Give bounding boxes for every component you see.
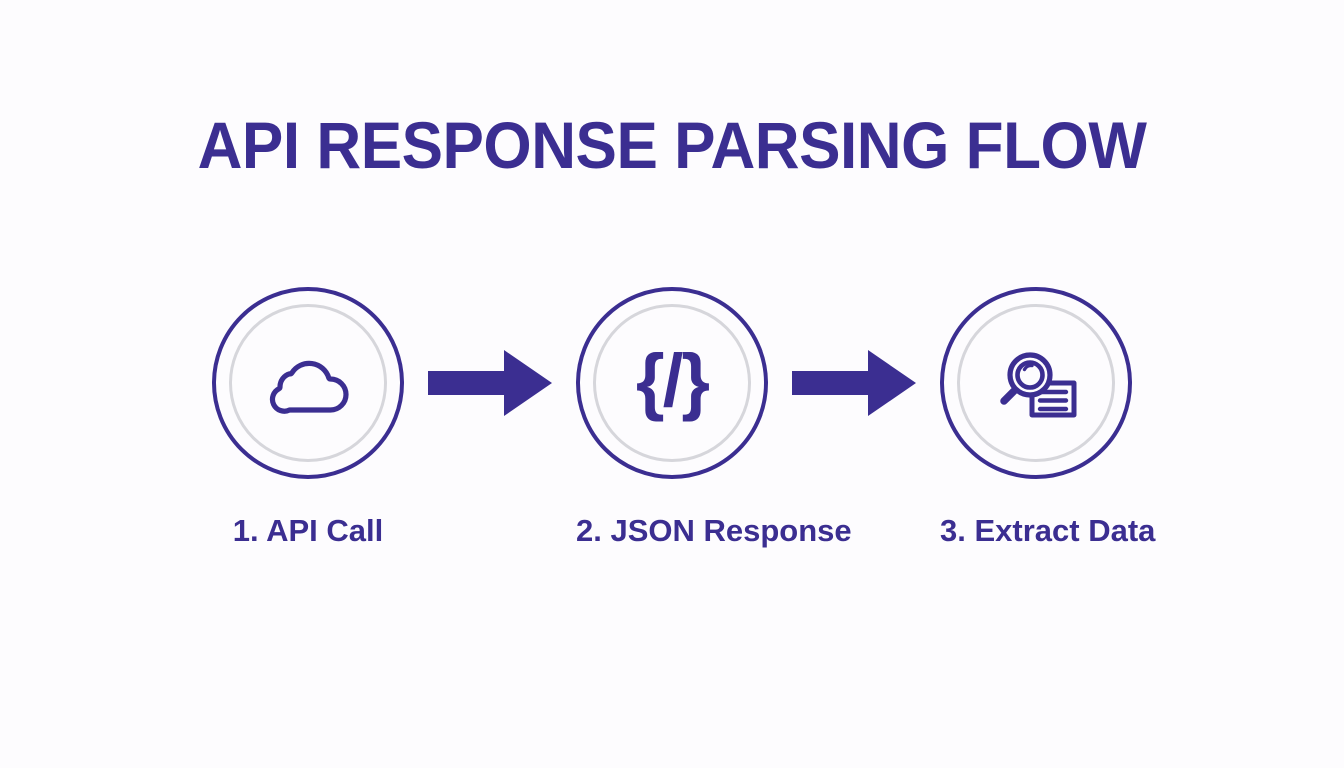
arrow-right-icon-2: [790, 347, 918, 419]
flow-step-label-extract-data: 3. Extract Data: [940, 512, 1156, 548]
magnifier-document-icon: [940, 287, 1132, 479]
page-title: API RESPONSE PARSING FLOW: [197, 108, 1147, 182]
flow-step-api-call[interactable]: [212, 286, 404, 479]
flow-step-extract-data[interactable]: [940, 286, 1132, 479]
cloud-icon: [212, 287, 404, 479]
flow-step-json-response[interactable]: {/}: [576, 286, 768, 479]
code-brackets-text: {/}: [635, 338, 710, 422]
flow-labels: 1. API Call 2. JSON Response 3. Extract …: [0, 508, 1344, 554]
flow-step-label-api-call: 1. API Call: [232, 512, 384, 548]
flow-row: {/}: [0, 285, 1344, 480]
step-inner-ring: [593, 303, 751, 462]
step-inner-ring: [957, 303, 1115, 462]
code-brackets-icon: {/}: [576, 287, 768, 479]
arrow-right-icon-1: [426, 347, 554, 419]
step-inner-ring: [229, 303, 387, 462]
flow-step-label-json-response: 2. JSON Response: [576, 512, 852, 548]
